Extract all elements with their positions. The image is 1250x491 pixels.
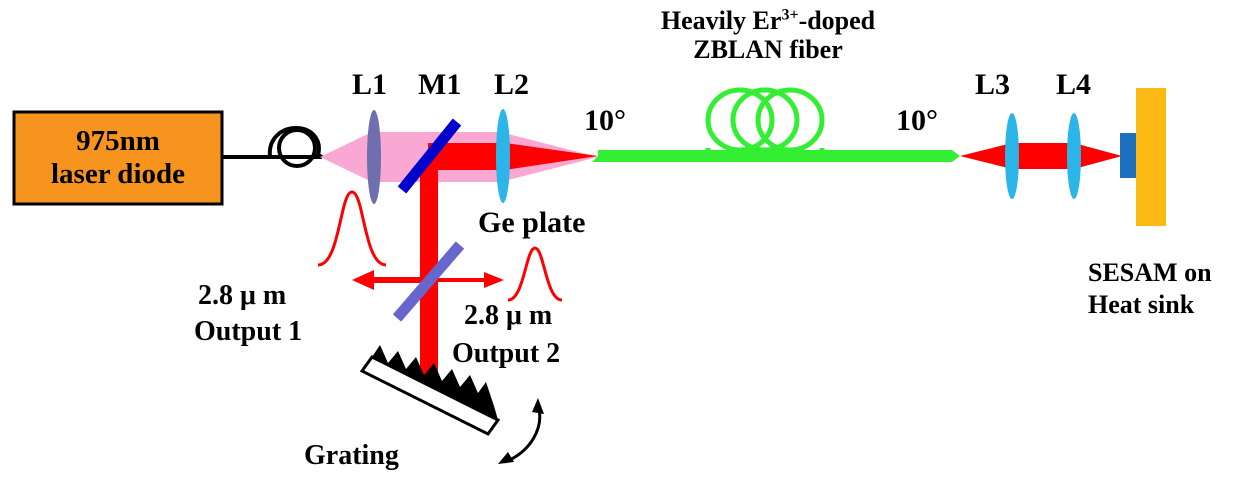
- grating-element: [359, 345, 501, 436]
- grating-label: Grating: [304, 440, 399, 471]
- sesam-chip: [1120, 133, 1136, 178]
- intracavity-beam-right: [960, 143, 1122, 169]
- output2-wavelength: 2.8 μ m: [464, 300, 553, 331]
- pulse-output1: [317, 190, 387, 267]
- laser-diode-box: [12, 110, 224, 206]
- lens-l2: [496, 109, 510, 203]
- fiber-cleave-left: [592, 150, 606, 162]
- lens-l4: [1067, 113, 1081, 199]
- label-l4: L4: [1056, 68, 1092, 101]
- fiber-label-pre: Heavily Er: [660, 6, 782, 35]
- pump-fiber: [222, 125, 323, 159]
- fiber-coil: [705, 87, 825, 153]
- ge-plate: [392, 241, 465, 322]
- fiber-straight: [598, 150, 960, 162]
- mirror-m1: [397, 118, 462, 194]
- heat-sink: [1136, 88, 1166, 226]
- rotation-arrowhead-bottom: [498, 452, 514, 464]
- vertical-beam: [420, 160, 438, 382]
- label-l1: L1: [352, 68, 388, 101]
- sesam-label-line1: SESAM on: [1088, 258, 1212, 287]
- fiber-label-post: -doped: [798, 6, 876, 35]
- output2-label: Output 2: [452, 338, 561, 369]
- fiber-label-sup: 3+: [781, 6, 799, 24]
- output1-label: Output 1: [194, 316, 303, 347]
- angle-left: 10°: [584, 104, 626, 137]
- label-m1: M1: [418, 68, 462, 101]
- laser-line2: laser diode: [51, 158, 185, 190]
- output1-wavelength: 2.8 μ m: [198, 280, 287, 311]
- ge-plate-label: Ge plate: [478, 206, 586, 239]
- pump-fiber-loop: [277, 128, 317, 168]
- fiber-label: Heavily Er3+-doped ZBLAN fiber: [648, 6, 888, 64]
- sesam-label-line2: Heat sink: [1088, 290, 1195, 319]
- lens-l3: [1005, 113, 1019, 199]
- fiber-label-line1: Heavily Er3+-doped: [648, 6, 888, 35]
- output2-arrowhead: [484, 272, 504, 288]
- label-l2: L2: [494, 68, 530, 101]
- intracavity-beam-left: [428, 143, 598, 170]
- output1-arrowhead: [352, 270, 374, 290]
- angle-right: 10°: [896, 104, 938, 137]
- label-l3: L3: [975, 68, 1011, 101]
- lens-l1: [367, 110, 381, 204]
- laser-line1: 975nm: [76, 124, 160, 157]
- rotation-arrowhead-top: [532, 398, 544, 414]
- fiber-label-line2: ZBLAN fiber: [693, 35, 843, 65]
- rotation-arrow: [504, 404, 542, 464]
- pulse-output2: [507, 246, 563, 302]
- laser-diode-label: 975nm laser diode: [14, 112, 222, 204]
